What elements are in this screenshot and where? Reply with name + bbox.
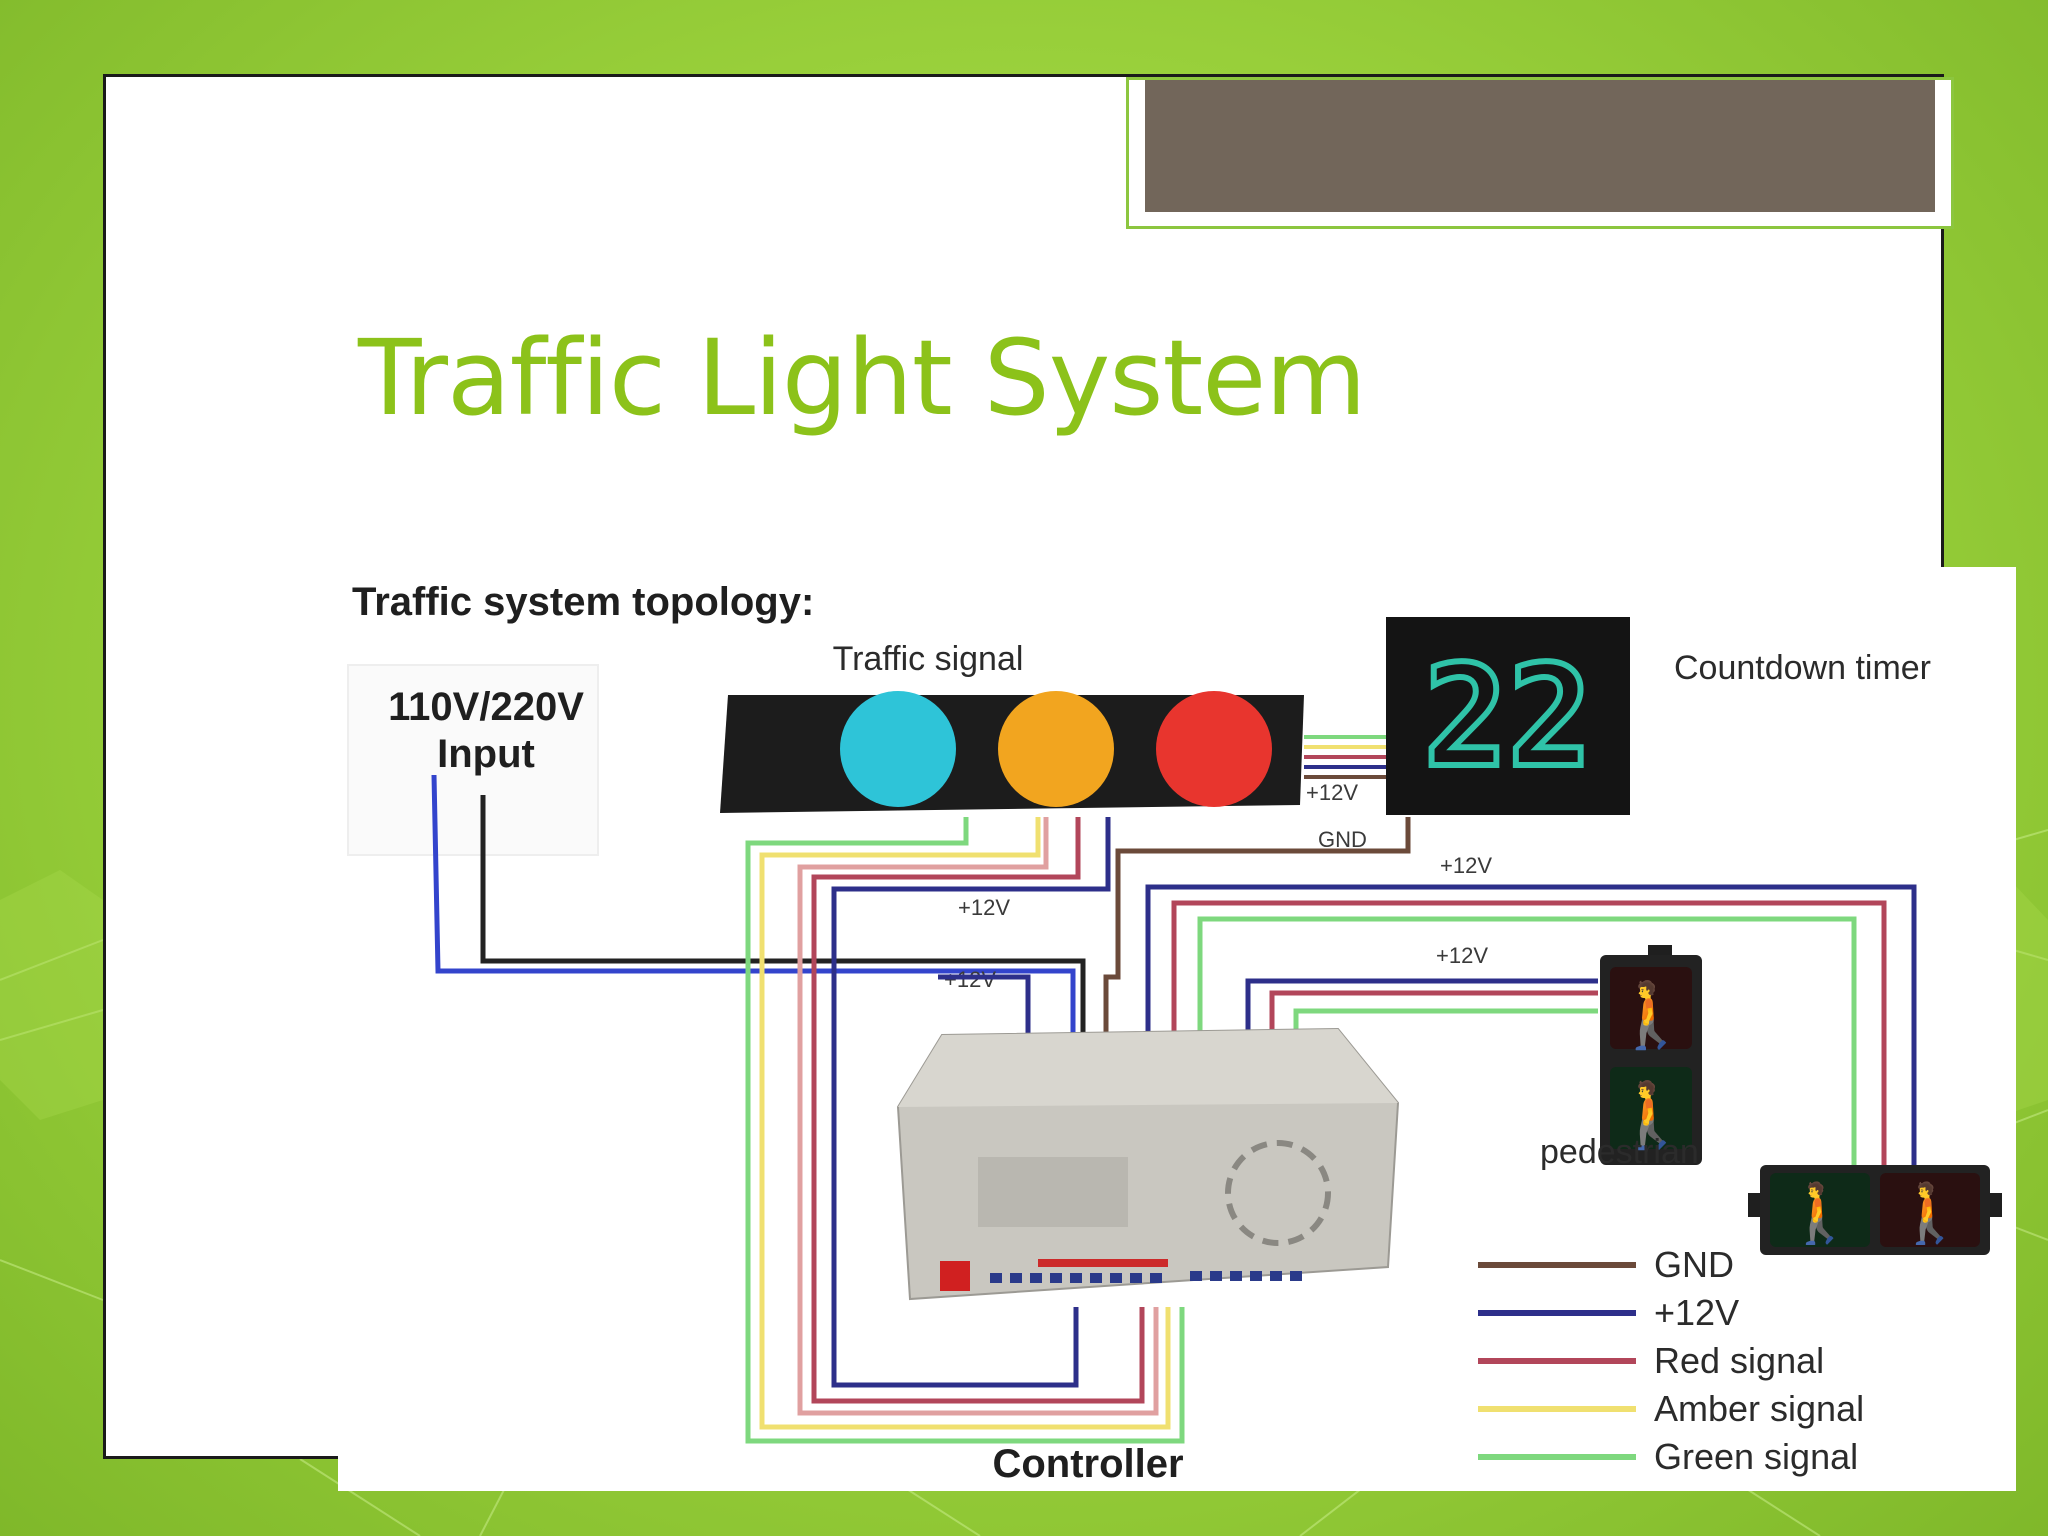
- wire-label-v12-d: +12V: [1436, 943, 1488, 968]
- controller-indicator-strip: [1038, 1259, 1168, 1267]
- controller-terminal-strip: [990, 1271, 1302, 1283]
- wire-label-v12-a: +12V: [1306, 780, 1358, 805]
- signal-lamp-green: [840, 691, 956, 807]
- input-label-line2: Input: [437, 732, 535, 776]
- legend-label: GND: [1654, 1244, 1734, 1285]
- topology-diagram-svg: Traffic system topology: 110V/220V Input…: [347, 580, 2002, 1486]
- traffic-signal-label: Traffic signal: [833, 640, 1024, 678]
- wire-label-v12-b: +12V: [1440, 853, 1492, 878]
- signal-lamp-amber: [998, 691, 1114, 807]
- countdown-housing: [1386, 617, 1630, 815]
- ped-horizontal-green-lamp: [1770, 1173, 1870, 1247]
- header-tab: [1126, 77, 1954, 229]
- legend-label: Amber signal: [1654, 1388, 1864, 1429]
- ped-vertical-green-lamp: [1610, 1067, 1692, 1149]
- pedestrian-signal-vertical: 🚶 🚶: [1600, 945, 1702, 1165]
- header-tab-fill: [1145, 80, 1935, 212]
- controller-label: Controller: [992, 1442, 1183, 1486]
- input-live-wire: [431, 774, 1076, 1037]
- controller-intersection-diagram: [1225, 1140, 1331, 1246]
- ped-horizontal-red-lamp: [1880, 1173, 1980, 1247]
- controller-power-switch: [940, 1261, 970, 1291]
- input-label-line1: 110V/220V: [388, 685, 584, 729]
- input-neutral-wire: [480, 795, 1086, 1037]
- ped-horizontal-green-figure-icon: 🚶: [1784, 1179, 1856, 1247]
- signal-timer-wires: [1304, 735, 1388, 779]
- signal-controller-wiring: [745, 817, 1185, 1444]
- power-input-box: [347, 664, 599, 856]
- pedestrian-label: pedestrian: [1540, 1133, 1699, 1171]
- controller-top: [898, 1029, 1398, 1107]
- vehicle-traffic-signal: [720, 691, 1304, 813]
- slide-title: Traffic Light System: [358, 317, 1367, 439]
- wire-label-gnd-a: GND: [1318, 827, 1367, 852]
- ped-horizontal-red-figure-icon: 🚶: [1894, 1179, 1966, 1247]
- countdown-timer: 22: [1386, 617, 1630, 815]
- legend-label: Red signal: [1654, 1340, 1824, 1381]
- ped-green-figure-icon: 🚶: [1611, 1079, 1691, 1153]
- controller-label-plate: [978, 1157, 1128, 1227]
- controller-unit: [896, 1027, 1400, 1301]
- legend-label: +12V: [1654, 1292, 1739, 1333]
- ped-red-figure-icon: 🚶: [1611, 979, 1691, 1053]
- wire-label-v12-c: +12V: [958, 895, 1010, 920]
- pedestrian-controller-wiring: [1103, 817, 1917, 1187]
- diagram-heading: Traffic system topology:: [352, 580, 814, 624]
- signal-lamp-red: [1156, 691, 1272, 807]
- topology-diagram: Traffic system topology: 110V/220V Input…: [338, 567, 2016, 1491]
- countdown-timer-label: Countdown timer: [1674, 649, 1931, 687]
- slide-canvas: Traffic Light System Traffic system topo…: [103, 74, 2016, 1491]
- legend-label: Green signal: [1654, 1436, 1858, 1477]
- countdown-digits: 22: [1424, 636, 1593, 799]
- ped-vertical-red-lamp: [1610, 967, 1692, 1049]
- pedestrian-signal-horizontal: 🚶 🚶: [1748, 1165, 2002, 1255]
